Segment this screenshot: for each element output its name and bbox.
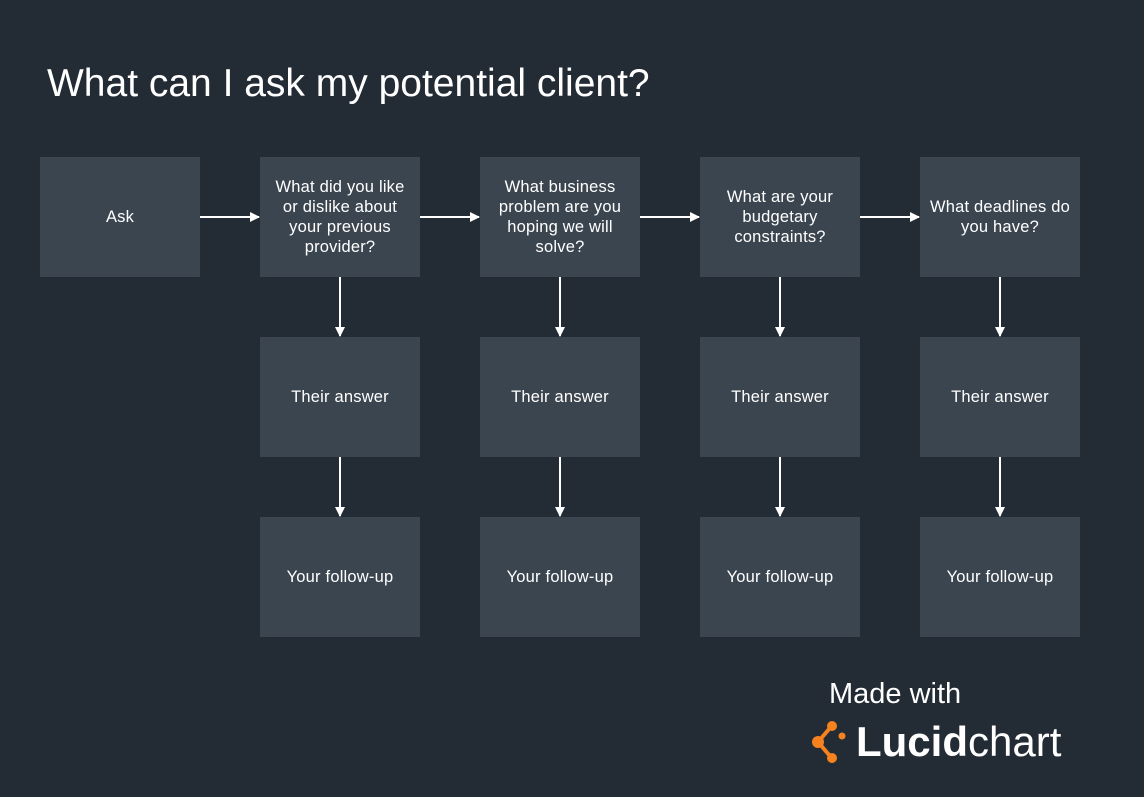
answer-node-2: Their answer	[480, 337, 640, 457]
brand-name-light: chart	[968, 718, 1062, 765]
answer-node-1: Their answer	[260, 337, 420, 457]
question-node-label: What business problem are you hoping we …	[498, 178, 622, 256]
followup-node-label: Your follow-up	[726, 568, 834, 586]
answer-node-4: Their answer	[920, 337, 1080, 457]
question-node-label: What deadlines do you have?	[929, 198, 1071, 236]
start-node-label: Ask	[105, 208, 135, 226]
question-node-label: What are your budgetary constraints?	[726, 188, 834, 246]
start-node: Ask	[40, 157, 200, 277]
question-node-2: What business problem are you hoping we …	[480, 157, 640, 277]
question-node-1: What did you like or dislike about your …	[260, 157, 420, 277]
followup-node-4: Your follow-up	[920, 517, 1080, 637]
made-with-label: Made with	[829, 678, 962, 710]
followup-node-1: Your follow-up	[260, 517, 420, 637]
answer-node-label: Their answer	[731, 388, 829, 406]
followup-node-label: Your follow-up	[946, 568, 1054, 586]
brand-name-bold: Lucid	[856, 718, 968, 765]
followup-node-2: Your follow-up	[480, 517, 640, 637]
answer-node-3: Their answer	[700, 337, 860, 457]
followup-node-label: Your follow-up	[506, 568, 614, 586]
question-node-4: What deadlines do you have?	[920, 157, 1080, 277]
lucidchart-logo-icon	[812, 721, 846, 763]
diagram-title: What can I ask my potential client?	[47, 62, 650, 105]
followup-node-label: Your follow-up	[286, 568, 394, 586]
question-node-label: What did you like or dislike about your …	[275, 178, 405, 256]
question-node-3: What are your budgetary constraints?	[700, 157, 860, 277]
answer-node-label: Their answer	[291, 388, 389, 406]
followup-node-3: Your follow-up	[700, 517, 860, 637]
answer-node-label: Their answer	[951, 388, 1049, 406]
answer-node-label: Their answer	[511, 388, 609, 406]
